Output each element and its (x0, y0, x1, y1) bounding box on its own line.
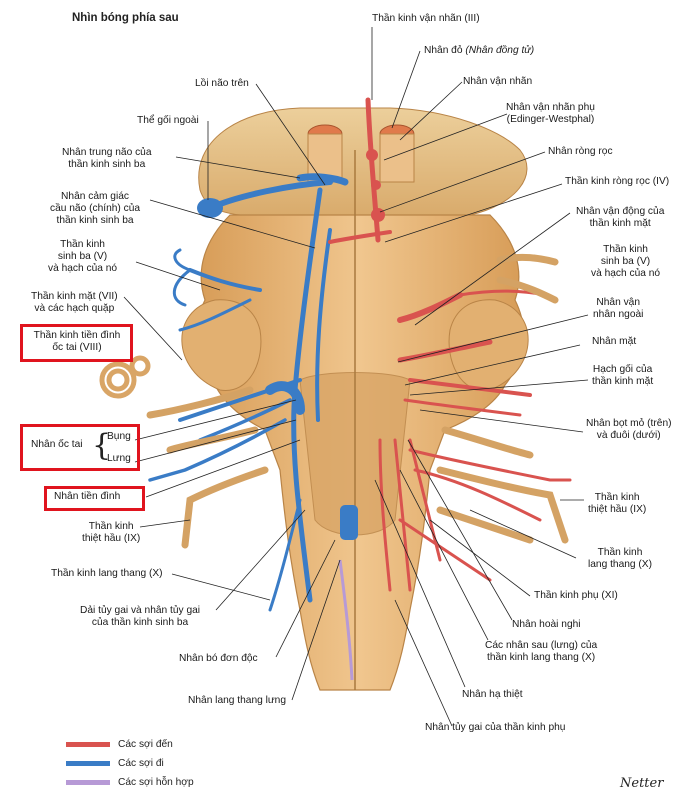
highlight-cochlear-nuclei (20, 424, 140, 471)
label-vestibulocochlear-nerve: Thần kinh tiền đình ốc tai (VIII) (27, 330, 127, 354)
efferent-pathways (148, 173, 358, 612)
label-vagus-right-line2: lang thang (X) (588, 559, 652, 570)
label-principal-sensory-line3: thần kinh sinh ba (56, 215, 134, 226)
label-red-nucleus: Nhân đỏ (Nhân đồng tử) (424, 45, 534, 57)
label-accessory-oculomotor: Nhân vận nhãn phụ (Edinger-Westphal) (506, 102, 595, 126)
label-ventral: Bụng (107, 431, 131, 442)
label-spinal-trigeminal: Dải tủy gai và nhân tủy gai của thần kin… (80, 605, 200, 629)
label-facial-nucleus: Nhân mặt (592, 336, 637, 347)
label-vagus-right-line1: Thần kinh (597, 547, 643, 558)
figure-title: Nhìn bóng phía sau (72, 12, 179, 24)
label-principal-sensory-line2: cầu não (chính) của (50, 203, 141, 214)
mixed-fibers (338, 559, 354, 681)
label-red-nucleus-text: Nhân đỏ (424, 45, 463, 56)
label-accessory-oculomotor-line2: (Edinger-Westphal) (506, 114, 595, 125)
label-oculomotor-nucleus: Nhân vận nhãn (463, 76, 533, 87)
label-facial-motor-line2: thần kinh mặt (589, 218, 651, 229)
label-trigeminal-left-line3: và hạch của nó (48, 263, 118, 274)
label-vagus-left: Thần kinh lang thang (X) (51, 568, 163, 579)
brace-symbol: { (92, 428, 112, 463)
label-dorsal-vagal-nuclei: Các nhân sau (lưng) của thần kinh lang t… (485, 640, 597, 664)
label-salivatory-nuclei: Nhân bọt mỏ (trên) và đuôi (dưới) (586, 418, 672, 442)
label-glossopharyngeal-right: Thần kinh thiệt hầu (IX) (588, 492, 646, 516)
label-glossopharyngeal-left-line2: thiệt hầu (IX) (82, 533, 141, 544)
label-spinal-trigeminal-line1: Dải tủy gai và nhân tủy gai (80, 605, 201, 616)
label-salivatory-line1: Nhân bọt mỏ (trên) (586, 418, 672, 429)
label-vestibulocochlear-line1: Thần kinh tiền đình (33, 330, 121, 341)
label-glossopharyngeal-left-line1: Thần kinh (88, 521, 134, 532)
label-accessory-oculomotor-line1: Nhân vận nhãn phụ (506, 102, 595, 113)
label-geniculate-line1: Hạch gối của (592, 364, 653, 375)
label-principal-sensory-nucleus: Nhân cảm giác cầu não (chính) của thần k… (50, 191, 140, 227)
label-abducens-nucleus: Nhân vận nhân ngoài (593, 297, 643, 321)
label-mesencephalic-nucleus: Nhân trung não của thần kinh sinh ba (62, 147, 152, 171)
label-dorsal-vagal-line2: thần kinh lang thang (X) (486, 652, 596, 663)
label-vagus-right: Thần kinh lang thang (X) (588, 547, 652, 571)
label-glossopharyngeal-right-line2: thiệt hầu (IX) (588, 504, 647, 515)
label-trochlear-nucleus: Nhân ròng rọc (548, 146, 613, 157)
label-dorsal-vagal-motor: Nhân lang thang lưng (188, 695, 287, 706)
label-abducens-line1: Nhân vận (596, 297, 641, 308)
label-spinal-accessory-nucleus: Nhân tủy gai của thần kinh phụ (425, 722, 566, 733)
cochlea (99, 355, 151, 399)
label-cochlear-nuclei: Nhân ốc tai (31, 439, 83, 450)
label-abducens-line2: nhân ngoài (593, 309, 644, 320)
afferent-pathways (328, 97, 572, 592)
label-trigeminal-left-line1: Thần kinh (60, 239, 105, 250)
label-nucleus-ambiguus: Nhân hoài nghi (512, 619, 581, 630)
label-spinal-trigeminal-line2: của thần kinh sinh ba (91, 617, 189, 628)
label-trigeminal-right-line3: và hạch của nó (591, 268, 661, 279)
cranial-nerve-roots (146, 253, 569, 549)
label-solitary-nucleus: Nhân bó đơn độc (179, 653, 258, 664)
label-trochlear-nerve: Thần kinh ròng rọc (IV) (565, 176, 670, 187)
label-facial-motor-nucleus: Nhân vận động của thần kinh mặt (576, 206, 664, 230)
label-cn3: Thần kinh vận nhãn (III) (372, 13, 480, 24)
label-trigeminal-right-line1: Thần kinh (603, 244, 648, 255)
label-facial-motor-line1: Nhân vận động của (576, 206, 665, 217)
label-facial-nerve-line2: và các hạch quặp (34, 303, 115, 314)
label-principal-sensory-line1: Nhân cảm giác (61, 191, 129, 202)
highlight-vestibular-nuclei (44, 486, 145, 511)
label-mesencephalic-line2: thần kinh sinh ba (68, 159, 146, 170)
legend-label-efferent: Các sợi đi (118, 758, 164, 769)
label-superior-colliculus: Lồi não trên (195, 78, 249, 89)
artist-signature: Netter (620, 776, 664, 791)
label-vestibulocochlear-line2: ốc tai (VIII) (52, 342, 102, 353)
legend-swatch-mixed (66, 780, 110, 785)
label-geniculate-ganglion: Hạch gối của thần kinh mặt (592, 364, 653, 388)
label-accessory-nerve: Thần kinh phụ (XI) (534, 590, 618, 601)
label-trigeminal-right-line2: sinh ba (V) (600, 256, 651, 267)
legend-swatch-efferent (66, 761, 110, 766)
label-dorsal: Lưng (107, 453, 131, 464)
diencephalon (198, 107, 528, 216)
label-geniculate-line2: thần kinh mặt (592, 376, 654, 387)
label-hypoglossal-nucleus: Nhân hạ thiệt (462, 689, 523, 700)
label-trigeminal-left-line2: sinh ba (V) (57, 251, 108, 262)
label-red-nucleus-paren: (Nhân đồng tử) (465, 45, 535, 56)
label-facial-nerve: Thần kinh mặt (VII) và các hạch quặp (31, 291, 118, 315)
highlight-vestibulocochlear (20, 324, 133, 362)
legend-swatch-afferent (66, 742, 110, 747)
label-vestibular-nuclei: Nhân tiền đình (54, 491, 121, 502)
label-facial-nerve-line1: Thần kinh mặt (VII) (31, 291, 118, 302)
legend-label-afferent: Các sợi đến (118, 739, 173, 750)
label-mesencephalic-line1: Nhân trung não của (62, 147, 152, 158)
label-dorsal-vagal-line1: Các nhân sau (lưng) của (485, 640, 598, 651)
leader-lines (123, 27, 589, 727)
label-glossopharyngeal-left: Thần kinh thiệt hầu (IX) (82, 521, 140, 545)
label-trigeminal-left: Thần kinh sinh ba (V) và hạch của nó (48, 239, 117, 275)
label-glossopharyngeal-right-line1: Thần kinh (594, 492, 640, 503)
label-trigeminal-right: Thần kinh sinh ba (V) và hạch của nó (591, 244, 660, 280)
label-salivatory-line2: và đuôi (dưới) (596, 430, 661, 441)
brainstem-body (181, 150, 529, 691)
legend-label-mixed: Các sợi hỗn hợp (118, 777, 194, 788)
label-lateral-geniculate: Thể gối ngoài (137, 115, 199, 126)
